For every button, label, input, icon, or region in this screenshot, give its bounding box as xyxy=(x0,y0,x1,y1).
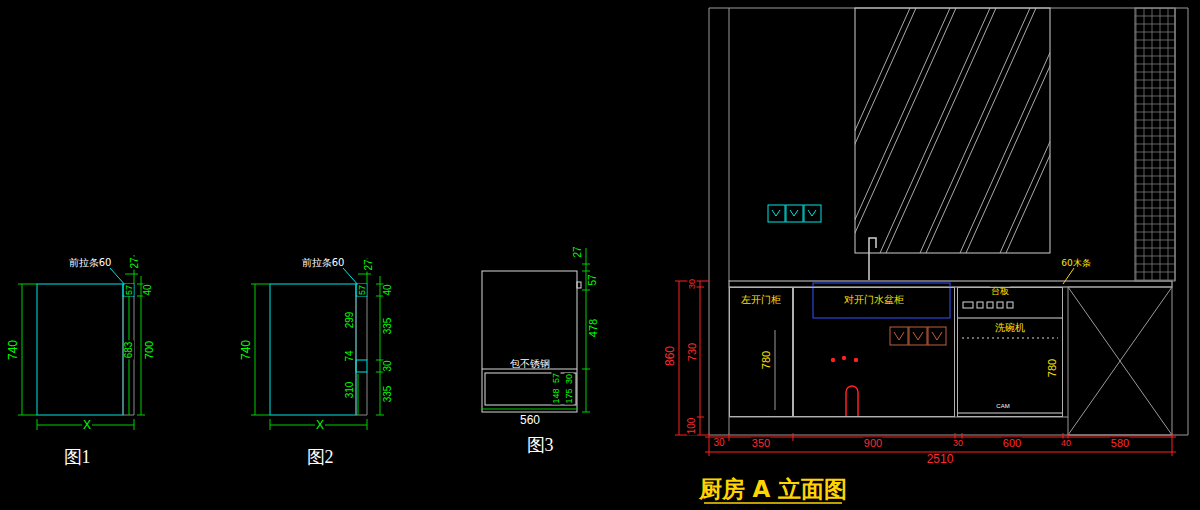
dimension-label: 40 xyxy=(383,283,393,296)
dimension-label: 860 xyxy=(664,345,676,367)
dimension-label: 57 xyxy=(552,372,561,384)
dimension-label: 740 xyxy=(240,339,252,361)
dimension-label: 299 xyxy=(345,311,355,330)
dimension-label: 580 xyxy=(1110,438,1130,449)
dimension-label: 100 xyxy=(687,417,697,436)
dimension-label: 30 xyxy=(383,359,393,372)
dimension-label: 27 xyxy=(573,245,583,258)
dimension-label: 900 xyxy=(863,438,883,449)
figure-caption: 图3 xyxy=(526,436,555,454)
dimension-label: 175 xyxy=(565,387,574,404)
dimension-label: 730 xyxy=(687,342,698,362)
dimension-label: 740 xyxy=(7,339,19,361)
dimension-label: 74 xyxy=(345,349,355,362)
cabinet-name: 对开门水盆柜 xyxy=(794,294,954,305)
dimension-label: 683 xyxy=(124,341,134,360)
figure-3 xyxy=(482,248,590,412)
dimension-label: 60木条 xyxy=(1060,259,1091,268)
dimension-label: 700 xyxy=(144,340,155,360)
dimension-label: X xyxy=(82,419,92,431)
dimension-label: 335 xyxy=(383,317,393,336)
cabinet-name: 包不锈钢 xyxy=(483,358,577,369)
figure-1 xyxy=(18,255,145,430)
cabinet-box: 左开门柜 xyxy=(729,287,793,417)
dimension-label: 350 xyxy=(751,438,771,449)
dimension-label: 2510 xyxy=(926,453,955,465)
dimension-label: 前拉条60 xyxy=(301,258,346,268)
dimension-label: 600 xyxy=(1002,438,1022,449)
cabinet-box: 洗碗机 xyxy=(957,287,1063,417)
dimension-label: 57 xyxy=(125,284,134,296)
dimension-label: 560 xyxy=(519,414,541,426)
dimension-label: 310 xyxy=(345,381,355,400)
dimension-label: 40 xyxy=(1060,439,1072,448)
dimension-label: 780 xyxy=(761,350,772,370)
figure-2 xyxy=(251,258,384,430)
dimension-label: 335 xyxy=(383,385,393,404)
dimension-label: 30 xyxy=(952,439,964,448)
dimension-label: 40 xyxy=(143,283,153,296)
dimension-label: 780 xyxy=(1047,358,1058,378)
dimension-label: 27 xyxy=(130,256,140,269)
figure-caption: 图2 xyxy=(306,448,335,466)
dimension-label: 30 xyxy=(565,373,574,385)
figure-caption: 图1 xyxy=(63,448,92,466)
cabinet-name: 左开门柜 xyxy=(730,294,792,305)
cabinet-name: 洗碗机 xyxy=(958,322,1062,333)
kitchen-elevation xyxy=(675,8,1188,503)
dimension-label: X xyxy=(315,419,325,431)
dimension-label: 478 xyxy=(588,318,599,338)
dimension-label: 30 xyxy=(712,438,725,448)
cabinet-box: 对开门水盆柜 xyxy=(793,287,955,417)
dimension-label: 30 xyxy=(688,278,697,290)
cabinet-box: 包不锈钢 xyxy=(483,357,577,372)
dimension-label: 57 xyxy=(588,273,598,286)
dimension-label: 57 xyxy=(358,284,367,296)
dimension-label: CAM xyxy=(995,403,1010,409)
dimension-label: 前拉条60 xyxy=(68,258,113,268)
drawing-title: 厨房 A 立面图 xyxy=(699,478,848,501)
dimension-label: 27 xyxy=(364,258,374,271)
dimension-label: 148 xyxy=(552,387,561,404)
